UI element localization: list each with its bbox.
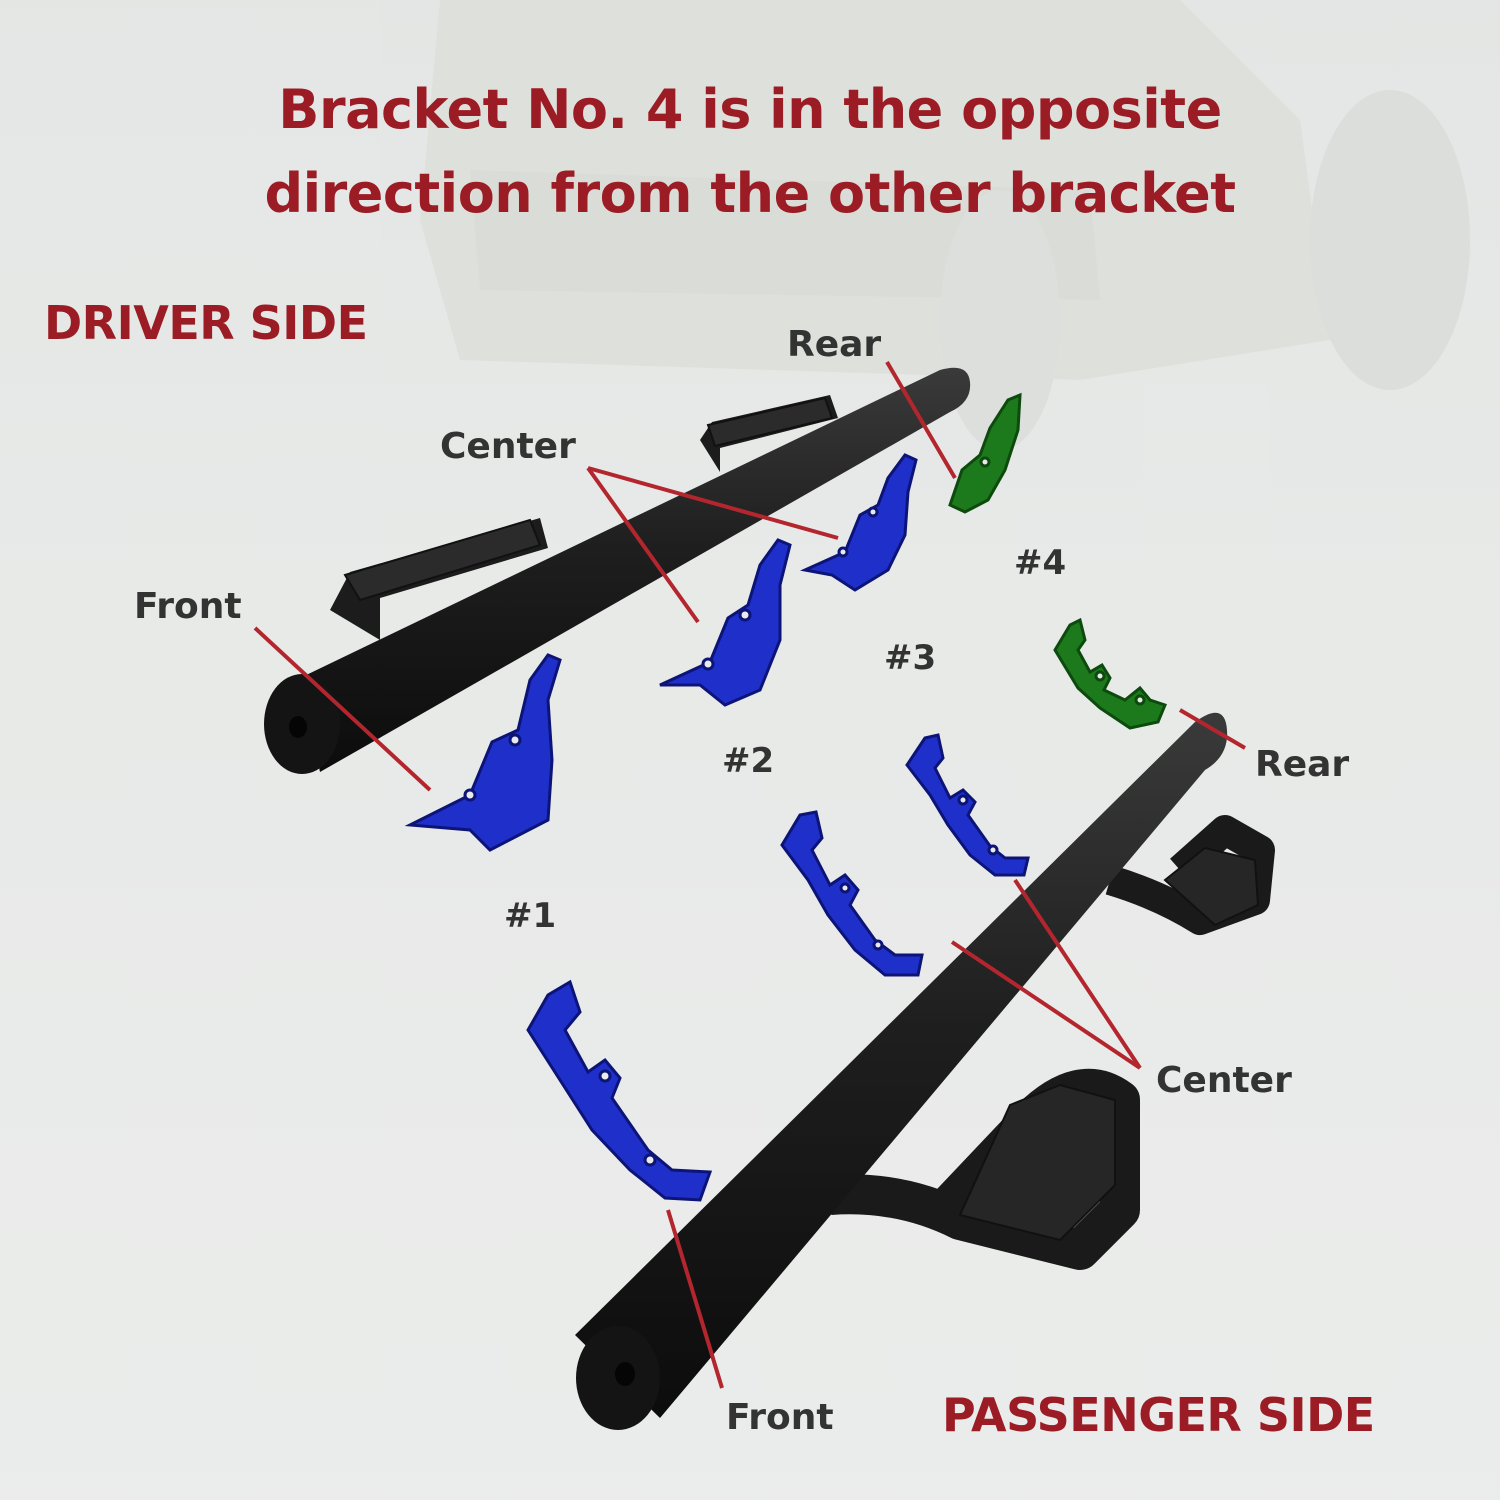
driver-front-label: Front: [134, 586, 242, 627]
bracket-number-1: #1: [504, 896, 557, 936]
passenger-center-label: Center: [1156, 1060, 1292, 1101]
bracket-3-driver: [800, 453, 918, 592]
driver-side-step-bar: [264, 367, 971, 774]
passenger-front-label: Front: [726, 1397, 834, 1438]
passenger-center-callout-line-a: [1013, 878, 1142, 1070]
passenger-rear-label: Rear: [1255, 744, 1350, 785]
driver-rear-label: Rear: [787, 324, 882, 365]
bracket-2-passenger: [780, 810, 924, 977]
driver-side-title: DRIVER SIDE: [44, 296, 368, 350]
bracket-4-driver: [948, 392, 1022, 514]
title-line-1: Bracket No. 4 is in the opposite: [278, 78, 1222, 141]
bracket-number-2: #2: [722, 741, 775, 781]
driver-center-callout-line-b: [587, 466, 839, 540]
driver-rear-callout-line: [885, 360, 957, 480]
callout-lines: [253, 360, 1247, 1389]
page-title: Bracket No. 4 is in the opposite directi…: [0, 68, 1500, 236]
passenger-rear-callout-line: [1178, 708, 1247, 750]
bracket-2-driver: [659, 538, 792, 707]
bracket-3-passenger: [905, 733, 1030, 877]
driver-front-callout-line: [253, 626, 432, 792]
passenger-center-callout-line-b: [950, 940, 1142, 1070]
passenger-side-step-bar: [575, 712, 1275, 1430]
bracket-number-4: #4: [1014, 543, 1067, 583]
driver-center-callout-line-a: [586, 466, 700, 624]
bracket-1-passenger: [526, 979, 713, 1202]
title-line-2: direction from the other bracket: [264, 162, 1236, 225]
bracket-4-passenger: [1053, 617, 1167, 730]
bracket-number-3: #3: [884, 638, 937, 678]
bracket-1-driver: [404, 653, 562, 852]
driver-center-label: Center: [440, 426, 576, 467]
passenger-front-callout-line: [666, 1209, 724, 1389]
passenger-side-title: PASSENGER SIDE: [942, 1388, 1375, 1442]
